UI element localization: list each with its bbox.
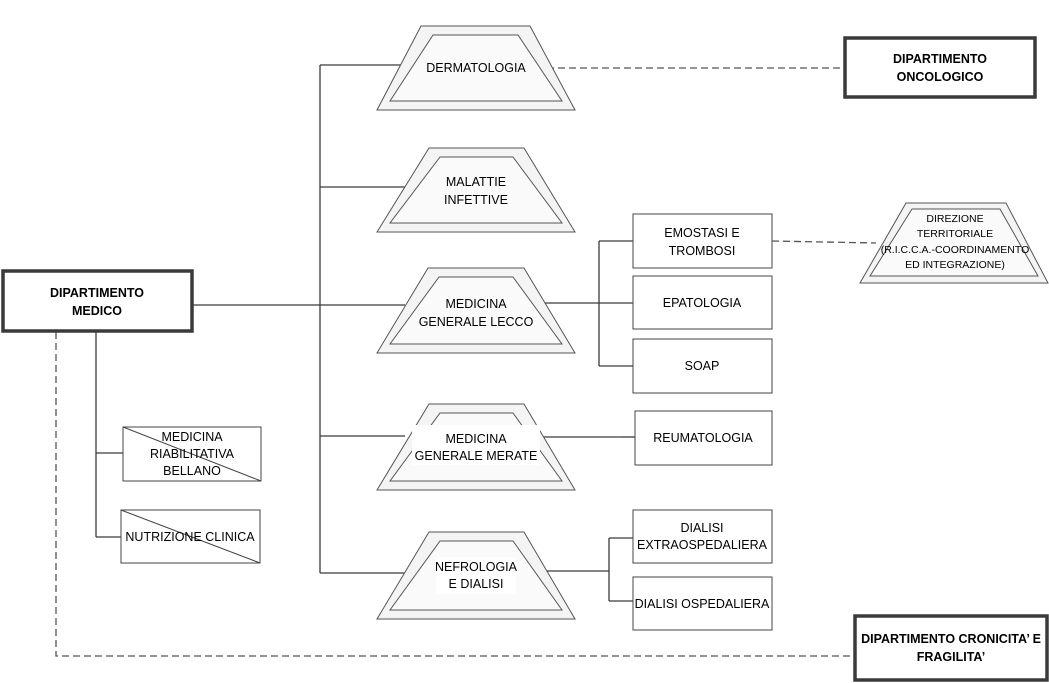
- node-label: TERRITORIALE: [917, 228, 993, 240]
- node-label: FRAGILITA’: [917, 650, 986, 664]
- dashed-cronicita: [55, 332, 855, 657]
- node-label: DIPARTIMENTO: [50, 286, 144, 300]
- node-label: ED INTEGRAZIONE): [905, 259, 1005, 271]
- node-dipartimento-medico: DIPARTIMENTO MEDICO: [1, 269, 194, 333]
- node-medicina-generale-lecco: MEDICINA GENERALE LECCO: [376, 267, 576, 354]
- node-label: DIPARTIMENTO CRONICITA’ E: [861, 632, 1041, 646]
- node-dialisi-ospedaliera: DIALISI OSPEDALIERA: [632, 576, 773, 631]
- node-malattie-infettive: MALATTIE INFETTIVE: [376, 147, 576, 233]
- node-dipartimento-cronicita: DIPARTIMENTO CRONICITA’ E FRAGILITA’: [853, 614, 1049, 682]
- node-label: DERMATOLOGIA: [426, 61, 526, 75]
- node-direzione-territoriale: DIREZIONE TERRITORIALE (R.I.C.C.A.-COORD…: [859, 202, 1049, 284]
- node-label: DIALISI OSPEDALIERA: [635, 597, 770, 611]
- node-label: EXTRAOSPEDALIERA: [637, 538, 768, 552]
- node-dermatologia: DERMATOLOGIA: [376, 25, 576, 111]
- node-label: REUMATOLOGIA: [653, 431, 753, 445]
- node-label: MEDICINA: [161, 430, 223, 444]
- node-reumatologia: REUMATOLOGIA: [634, 410, 773, 466]
- node-label: MEDICINA: [445, 297, 507, 311]
- node-label: SOAP: [685, 359, 720, 373]
- node-label: EPATOLOGIA: [663, 296, 742, 310]
- node-nutrizione-clinica: NUTRIZIONE CLINICA: [120, 509, 261, 564]
- node-label: TROMBOSI: [669, 244, 736, 258]
- node-label: NUTRIZIONE CLINICA: [125, 530, 255, 544]
- node-label: MEDICO: [72, 304, 122, 318]
- node-label: DIPARTIMENTO: [893, 52, 987, 66]
- node-label: EMOSTASI E: [664, 226, 739, 240]
- node-label: BELLANO: [163, 464, 221, 478]
- node-label: INFETTIVE: [444, 193, 508, 207]
- node-label: GENERALE LECCO: [419, 315, 534, 329]
- node-label: (R.I.C.C.A.-COORDINAMENTO: [881, 244, 1030, 256]
- node-nefrologia-dialisi: NEFROLOGIA E DIALISI: [376, 531, 576, 620]
- node-label: ONCOLOGICO: [897, 70, 984, 84]
- node-label: MALATTIE: [446, 175, 506, 189]
- node-dialisi-extraospedaliera: DIALISI EXTRAOSPEDALIERA: [632, 509, 773, 564]
- node-soap: SOAP: [632, 338, 773, 394]
- node-label: E DIALISI: [449, 577, 504, 591]
- node-label: GENERALE MERATE: [415, 449, 538, 463]
- node-label: DIREZIONE: [926, 213, 983, 225]
- node-epatologia: EPATOLOGIA: [632, 275, 773, 330]
- node-label: MEDICINA: [445, 432, 507, 446]
- node-label: NEFROLOGIA: [435, 560, 518, 574]
- node-label: DIALISI: [680, 521, 723, 535]
- node-emostasi-trombosi: EMOSTASI E TROMBOSI: [632, 213, 773, 269]
- node-medicina-generale-merate: MEDICINA GENERALE MERATE: [376, 403, 576, 491]
- node-dipartimento-oncologico: DIPARTIMENTO ONCOLOGICO: [843, 36, 1037, 99]
- node-label: RIABILITATIVA: [150, 447, 235, 461]
- node-medicina-riabilitativa-bellano: MEDICINA RIABILITATIVA BELLANO: [122, 426, 262, 482]
- dashed-direzione: [771, 240, 877, 244]
- connectors: [55, 64, 877, 657]
